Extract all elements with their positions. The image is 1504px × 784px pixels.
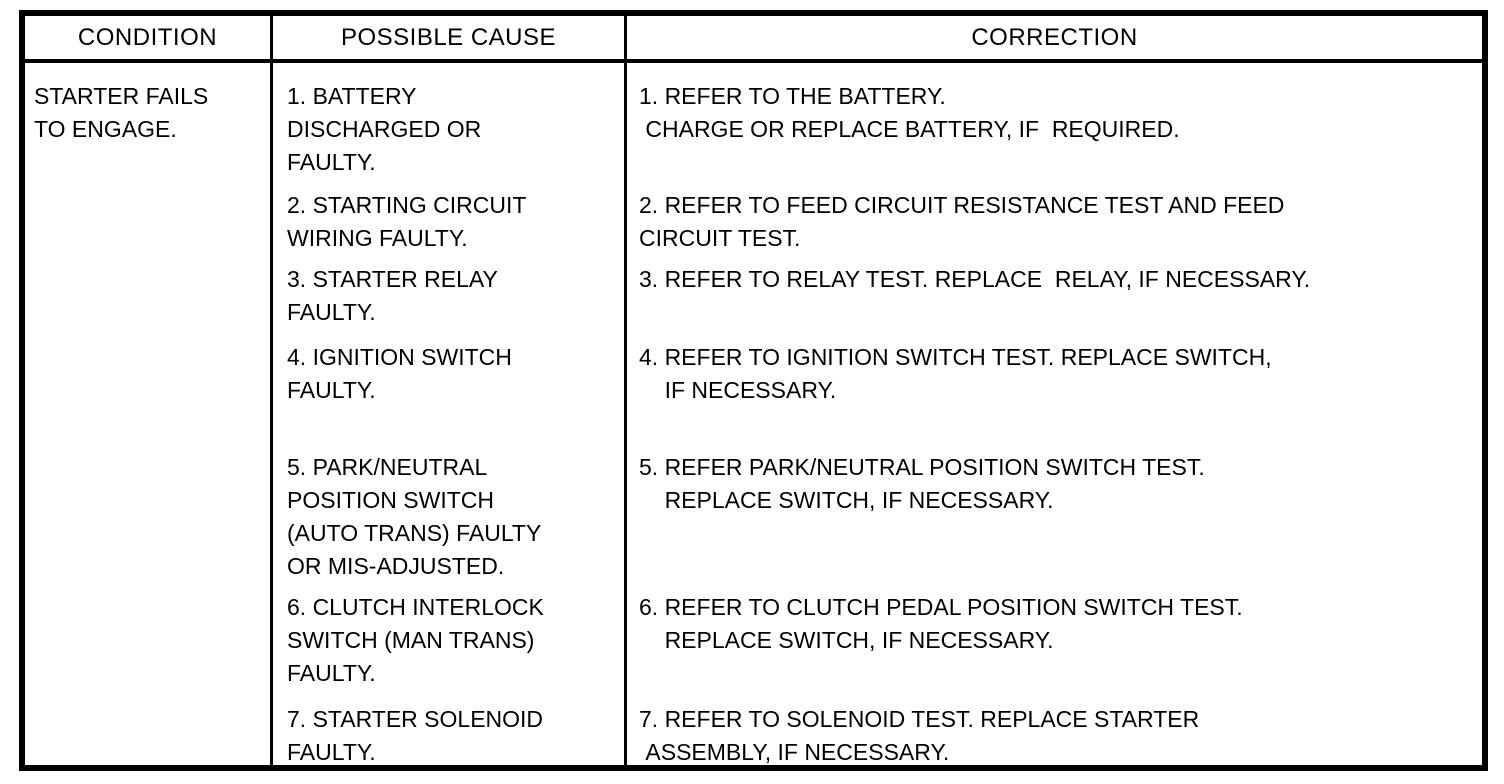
cause-item-6: 6. CLUTCH INTERLOCK SWITCH (MAN TRANS) F… [273,591,627,703]
cause-item-2: 2. STARTING CIRCUIT WIRING FAULTY. [273,189,627,263]
condition-cell: STARTER FAILS TO ENGAGE. [25,63,273,769]
correction-item-4: 4. REFER TO IGNITION SWITCH TEST. REPLAC… [639,344,1272,403]
cause-item-1: 1. BATTERY DISCHARGED OR FAULTY. [273,63,627,189]
correction-item-2: 2. REFER TO FEED CIRCUIT RESISTANCE TEST… [639,192,1285,251]
cause-item-3: 3. STARTER RELAY FAULTY. [273,263,627,341]
correction-item-3: 3. REFER TO RELAY TEST. REPLACE RELAY, I… [639,266,1311,292]
diagnosis-table: CONDITION POSSIBLE CAUSE CORRECTION STAR… [19,10,1488,771]
cause-item-5: 5. PARK/NEUTRAL POSITION SWITCH (AUTO TR… [273,451,627,591]
cause-item-4: 4. IGNITION SWITCH FAULTY. [273,341,627,451]
column-header-possible-cause: POSSIBLE CAUSE [273,16,627,63]
column-header-correction: CORRECTION [627,16,1482,63]
correction-item-7: 7. REFER TO SOLENOID TEST. REPLACE START… [639,706,1200,765]
column-header-condition: CONDITION [25,16,273,63]
correction-item-6: 6. REFER TO CLUTCH PEDAL POSITION SWITCH… [639,594,1243,653]
cause-item-7: 7. STARTER SOLENOID FAULTY. [273,703,627,769]
correction-item-5: 5. REFER PARK/NEUTRAL POSITION SWITCH TE… [639,454,1205,513]
correction-item-1: 1. REFER TO THE BATTERY. CHARGE OR REPLA… [639,83,1180,142]
